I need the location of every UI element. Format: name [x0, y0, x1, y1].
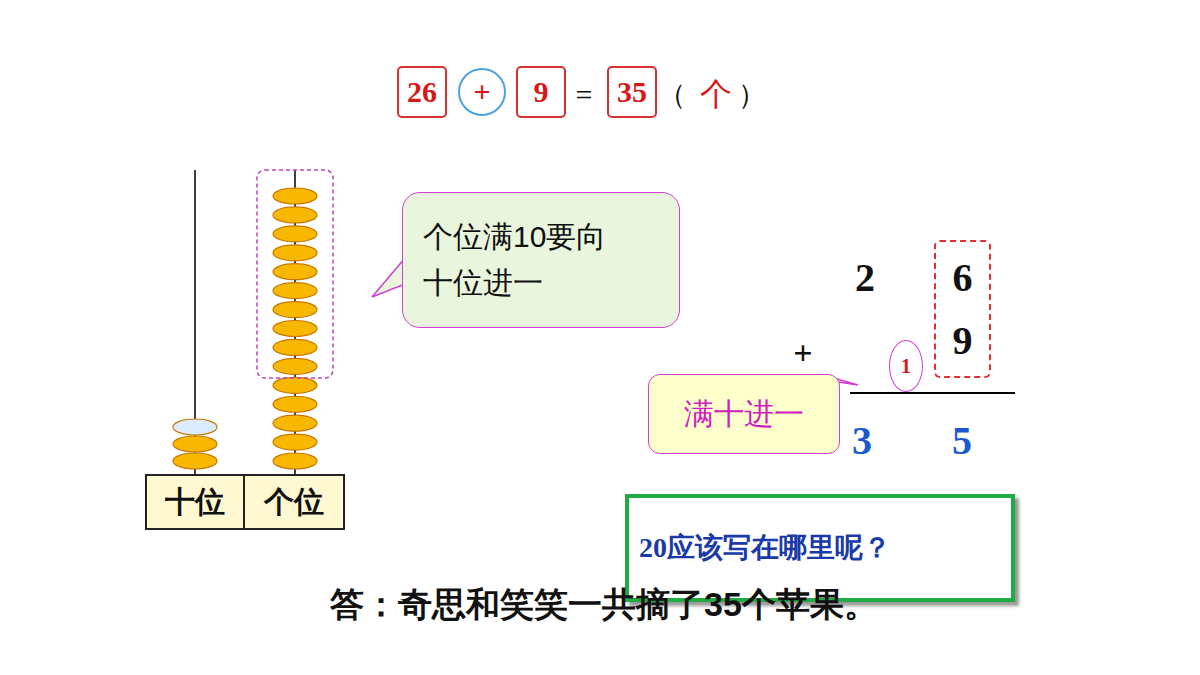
bead	[173, 436, 217, 452]
answer-text: 答：奇思和笑笑一共摘了35个苹果。	[330, 582, 878, 628]
result-box: 35	[607, 66, 657, 118]
bead	[273, 453, 317, 469]
bracket: （	[658, 76, 686, 114]
sum-line	[850, 392, 1015, 394]
plus-sign: +	[793, 334, 812, 372]
node-text: +	[473, 75, 490, 109]
bead	[273, 207, 317, 223]
node-text: 6	[953, 254, 973, 301]
ten-beads-bracket	[257, 170, 333, 378]
bead	[273, 264, 317, 280]
bead	[273, 339, 317, 355]
bead	[273, 245, 317, 261]
bead	[273, 434, 317, 450]
bead	[173, 453, 217, 469]
sum-digit: 3	[852, 417, 872, 464]
bead	[273, 358, 317, 374]
speech-bubble: 满十进一	[648, 374, 840, 454]
bead	[273, 283, 317, 299]
unit: 个	[700, 73, 732, 117]
bead	[273, 377, 317, 393]
node-text: 9	[953, 317, 973, 364]
place-value-cell: 个位	[243, 474, 345, 530]
beads	[173, 188, 317, 469]
operator-circle: +	[458, 68, 506, 116]
bracket: ）	[738, 76, 766, 114]
bead	[173, 419, 217, 435]
bubble-tail	[372, 258, 405, 297]
digit: 2	[855, 254, 875, 301]
carry-ellipse: 1	[889, 340, 923, 392]
bead	[273, 396, 317, 412]
node-text: 9	[534, 75, 549, 109]
node-text: 十位	[165, 482, 225, 523]
bead	[273, 188, 317, 204]
node-text: 35	[617, 75, 647, 109]
bead	[273, 321, 317, 337]
number-box: 9	[516, 66, 566, 118]
node-text: 满十进一	[684, 394, 804, 435]
bead	[273, 302, 317, 318]
place-value-cell: 十位	[145, 474, 245, 530]
node-text: 20应该写在哪里呢？	[639, 529, 891, 567]
ones-column-box: 69	[934, 240, 991, 378]
node-text: 个位满10要向十位进一	[423, 214, 619, 307]
node-text: 26	[407, 75, 437, 109]
node-text: 1	[901, 355, 911, 378]
number-box: 26	[397, 66, 447, 118]
sum-digit: 5	[952, 417, 972, 464]
bead	[273, 415, 317, 431]
bead	[273, 226, 317, 242]
equals-sign: =	[576, 78, 593, 112]
speech-bubble: 个位满10要向十位进一	[402, 192, 680, 328]
node-text: 个位	[264, 482, 324, 523]
